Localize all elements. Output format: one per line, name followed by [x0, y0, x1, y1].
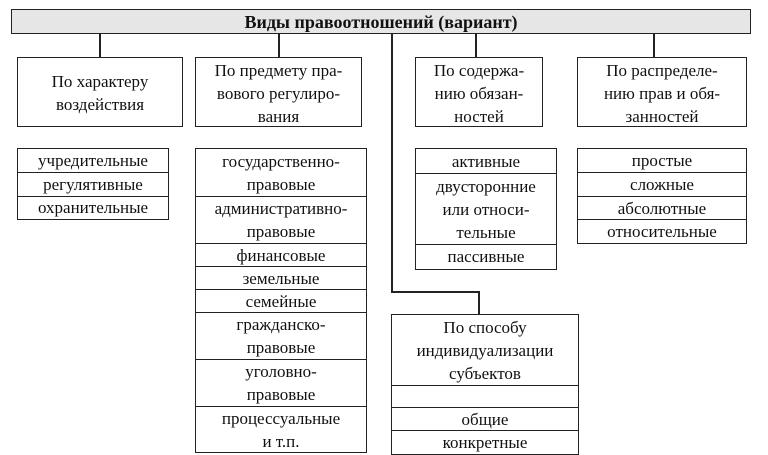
list-item: общие: [392, 407, 578, 430]
group-content-list: активные двусторонние или относи- тельны…: [415, 148, 557, 270]
group-subject-list: государственно- правовые административно…: [195, 148, 367, 453]
list-item: административно- правовые: [196, 196, 366, 243]
list-item: финансовые: [196, 243, 366, 266]
connector-distribution: [653, 34, 655, 57]
list-item: государственно- правовые: [222, 151, 340, 194]
list-item: сложные: [578, 172, 746, 196]
diagram-title: Виды правоотношений (вариант): [11, 9, 751, 34]
list-item: регулятивные: [18, 172, 168, 196]
list-item: простые: [631, 151, 693, 170]
list-item: конкретные: [392, 430, 578, 453]
connector-subject: [278, 34, 280, 57]
list-item: охранительные: [18, 195, 168, 220]
connector-individualization-down: [478, 291, 480, 314]
list-item: двусторонние или относи- тельные: [416, 173, 556, 244]
group-character-list: учредительные регулятивные охранительные: [17, 148, 169, 220]
group-distribution-heading: По распределе- нию прав и обя- занностей: [577, 57, 747, 127]
group-character-heading: По характеру воздействия: [17, 57, 183, 127]
connector-individualization-horizontal: [391, 291, 479, 293]
connector-content: [475, 34, 477, 57]
group-distribution-heading-text: По распределе- нию прав и обя- занностей: [603, 61, 721, 126]
list-item: активные: [451, 151, 521, 171]
group-individualization-heading-text: По способу индивидуализации субъектов: [416, 318, 554, 383]
list-item: гражданско- правовые: [196, 312, 366, 359]
group-individualization: По способу индивидуализации субъектов об…: [391, 314, 579, 455]
list-item: пассивные: [416, 244, 556, 268]
group-distribution-list: простые сложные абсолютные относительные: [577, 148, 747, 244]
list-item: семейные: [196, 289, 366, 312]
connector-individualization-vertical: [391, 34, 393, 292]
list-item: уголовно- правовые: [196, 359, 366, 406]
connector-character: [99, 34, 101, 57]
list-item: процессуальные и т.п.: [196, 406, 366, 452]
group-content-heading: По содержа- нию обязан- ностей: [415, 57, 543, 127]
group-subject-heading: По предмету пра- вового регулиро- вания: [195, 57, 362, 127]
list-item: учредительные: [38, 151, 148, 170]
diagram-title-text: Виды правоотношений (вариант): [244, 11, 518, 32]
group-subject-heading-text: По предмету пра- вового регулиро- вания: [214, 61, 343, 126]
list-item: относительные: [578, 219, 746, 242]
list-item: [392, 385, 578, 407]
group-character-heading-text: По характеру воздействия: [51, 72, 149, 114]
list-item: абсолютные: [578, 196, 746, 219]
group-content-heading-text: По содержа- нию обязан- ностей: [433, 61, 525, 126]
group-individualization-heading: По способу индивидуализации субъектов: [392, 315, 578, 385]
list-item: земельные: [196, 266, 366, 289]
